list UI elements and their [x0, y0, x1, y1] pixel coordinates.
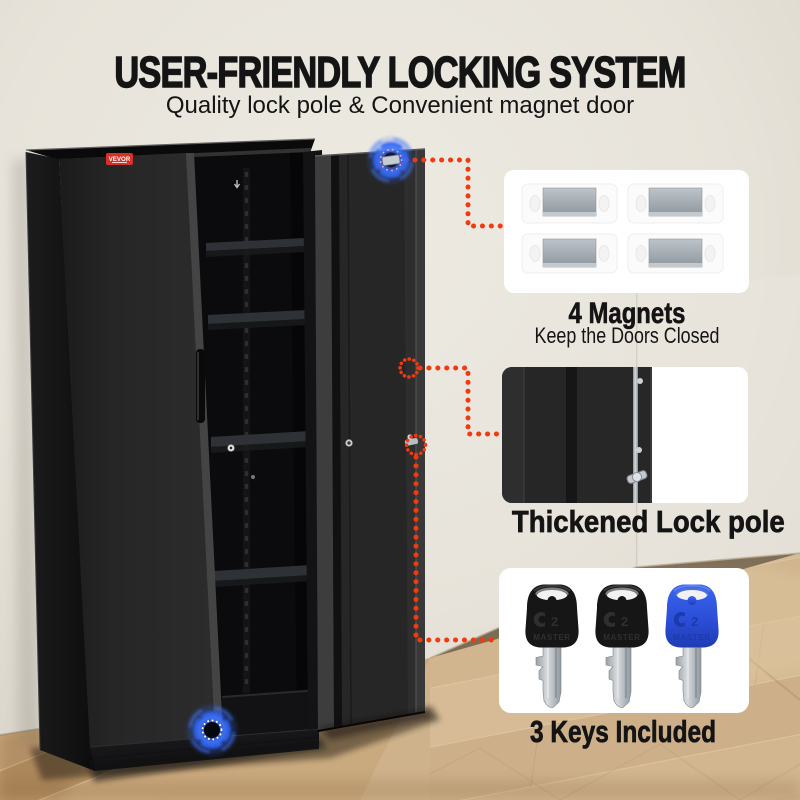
svg-text:MASTER: MASTER	[603, 633, 640, 642]
svg-text:2: 2	[621, 614, 628, 629]
svg-text:MASTER: MASTER	[673, 633, 710, 642]
svg-text:2: 2	[691, 614, 698, 629]
svg-text:MASTER: MASTER	[533, 633, 570, 642]
svg-text:2: 2	[551, 614, 558, 629]
svg-text:VEVOR: VEVOR	[109, 156, 131, 163]
